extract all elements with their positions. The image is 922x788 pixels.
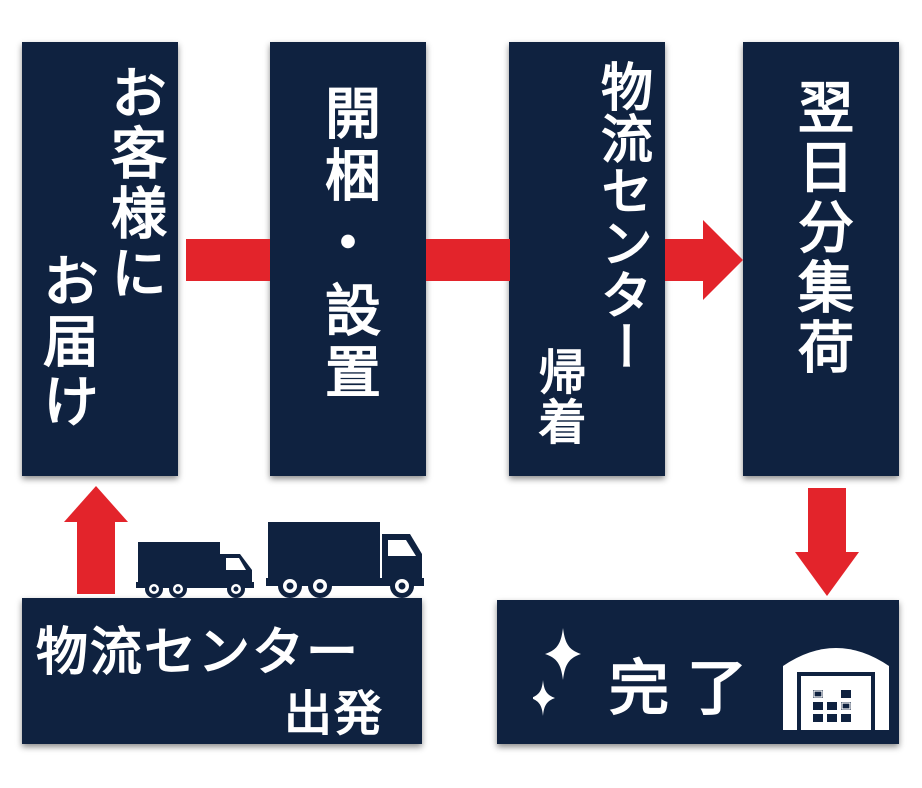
step-nextday-box: 翌日分集荷: [743, 42, 899, 476]
arrow-right-2: [426, 239, 510, 281]
step-return-col1-text: 物流センター: [591, 60, 652, 372]
step-return-col2-text: 帰着: [529, 347, 586, 447]
step-complete-box: 完了: [497, 600, 899, 744]
step-return-box: 物流センター 帰着: [509, 42, 665, 476]
step-return-col2: 帰着: [529, 347, 585, 447]
step-complete-label: 完了: [609, 654, 765, 724]
step-nextday-label: 翌日分集荷: [788, 78, 854, 378]
arrow-up: [64, 486, 128, 594]
sparkle-icon: [533, 628, 581, 716]
arrow-right-1: [186, 239, 270, 281]
truck-icon: [136, 542, 254, 598]
warehouse-icon: [783, 648, 889, 730]
step-unpack-line2: ・: [320, 212, 376, 277]
step-depart-line2: 出発: [284, 686, 385, 742]
step-nextday-text: 翌日分集荷: [788, 78, 854, 378]
step-delivery-col2-text: お届け: [33, 252, 99, 432]
step-delivery-col1: お客様に: [101, 64, 167, 304]
step-depart-line1: 物流センター: [36, 623, 361, 683]
step-unpack-line1: 開梱: [315, 84, 381, 208]
truck-icon: [266, 522, 424, 598]
step-unpack-box: 開梱 ・ 設置: [270, 42, 426, 476]
step-delivery-col1-text: お客様に: [101, 64, 167, 304]
step-return-col1: 物流センター: [591, 60, 652, 372]
step-depart-box: 物流センター 出発: [22, 598, 422, 744]
step-delivery-box: お客様に お届け: [22, 42, 178, 476]
step-unpack-line3: 設置: [315, 281, 381, 406]
step-delivery-col2: お届け: [33, 252, 99, 432]
arrow-right-3: [665, 220, 743, 300]
arrow-down: [795, 488, 859, 596]
step-unpack-text: 開梱 ・ 設置: [315, 84, 381, 406]
